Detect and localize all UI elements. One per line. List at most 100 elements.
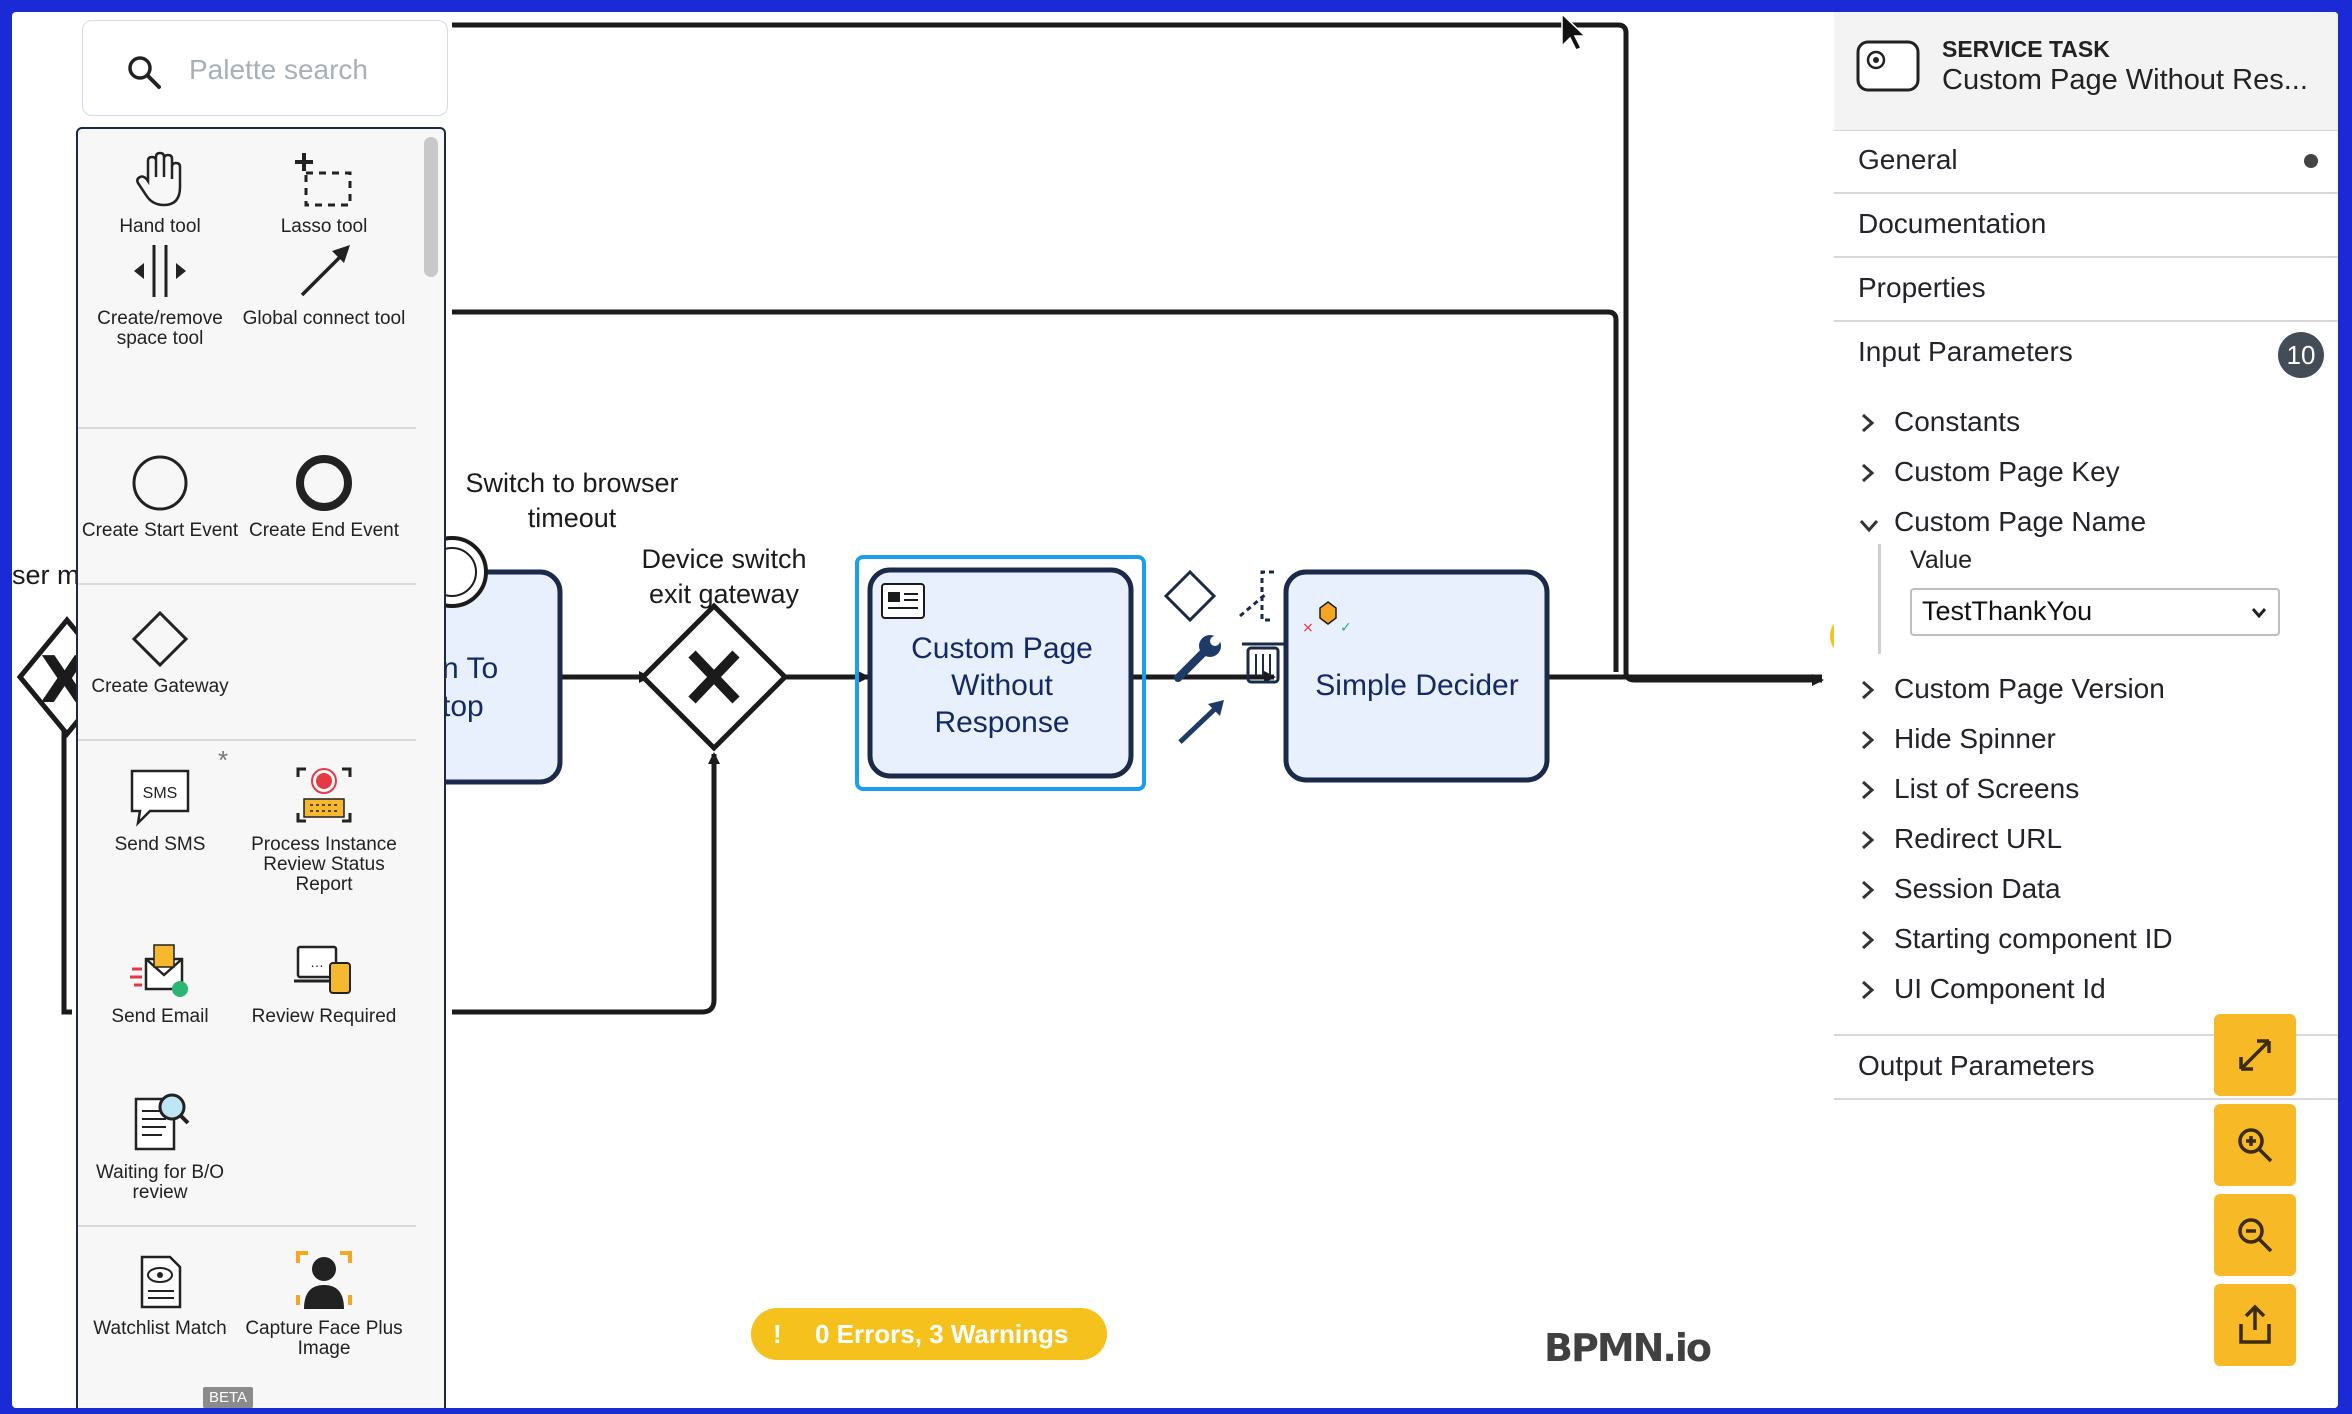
expanded-indent-line	[1878, 544, 1881, 654]
start-event-icon	[132, 455, 188, 511]
email-icon	[130, 944, 188, 997]
palette-search-input[interactable]	[187, 47, 431, 93]
chevron-right-icon	[1862, 980, 1875, 1000]
review-required-label: Review Required	[251, 1006, 397, 1027]
create-end-event[interactable]: Create End Event	[242, 443, 406, 541]
face-capture-icon	[296, 1251, 352, 1309]
chevron-right-icon	[1862, 680, 1875, 700]
sequence-flow[interactable]	[452, 309, 1619, 672]
document-search-icon	[134, 1093, 190, 1151]
custom-page-task[interactable]	[867, 567, 1134, 779]
end-event-icon	[296, 455, 352, 511]
delete-icon[interactable]	[1242, 642, 1284, 684]
fullscreen-icon	[2239, 1039, 2271, 1071]
end-event-label: Create End Event	[249, 520, 399, 541]
mouse-cursor	[1561, 12, 1587, 51]
zoom-in-icon	[2238, 1128, 2273, 1163]
gateway-label: Create Gateway	[91, 676, 229, 697]
sequence-flow[interactable]	[452, 22, 1824, 686]
send-sms-tool[interactable]: SMS Send SMS	[78, 757, 242, 855]
fullscreen-button[interactable]	[2214, 1014, 2296, 1096]
review-status-report-label: Process Instance Review Status Report	[251, 834, 397, 895]
svg-text:…: …	[310, 954, 324, 970]
watchlist-match-label: Watchlist Match	[93, 1318, 227, 1339]
group-output-title: Output Parameters	[1858, 1050, 2095, 1081]
chevron-right-icon	[1862, 830, 1875, 850]
review-status-report-tool[interactable]: Process Instance Review Status Report	[242, 757, 406, 895]
selection-outline	[855, 555, 1146, 791]
export-button[interactable]	[2214, 1284, 2296, 1366]
watchlist-match-tool[interactable]: Watchlist Match	[78, 1241, 242, 1339]
group-input-parameters[interactable]: Input Parameters 10	[1834, 322, 2338, 1036]
group-output-parameters[interactable]: Output Parameters	[1834, 1036, 2338, 1100]
zoom-out-button[interactable]	[2214, 1194, 2296, 1276]
user-label-fragment: ser m	[12, 560, 80, 590]
bpmn-io-logo[interactable]: BPMN.io	[1544, 1326, 1712, 1370]
element-type: SERVICE TASK	[1942, 36, 2110, 62]
value-label: Value	[1910, 546, 1973, 574]
connect-arrow-icon	[300, 245, 350, 297]
space-tool[interactable]: Create/remove space tool	[78, 231, 242, 349]
space-tool-icon	[134, 245, 186, 297]
space-tool-label: Create/remove space tool	[97, 308, 223, 349]
chevron-right-icon	[1862, 730, 1875, 750]
lasso-tool[interactable]: Lasso tool	[242, 139, 406, 237]
waiting-bo-review-tool[interactable]: Waiting for B/O review	[78, 1085, 242, 1203]
simple-decider-task[interactable]	[1283, 569, 1550, 783]
simple-decider-label: Simple Decider	[1315, 669, 1519, 702]
connect-icon[interactable]	[1178, 700, 1224, 744]
start-event-label: Create Start Event	[81, 520, 239, 541]
bpmn-canvas[interactable]: X × ✓	[12, 12, 2338, 1408]
palette-scrollbar[interactable]	[424, 137, 438, 277]
lint-status-button[interactable]: ! 0 Errors, 3 Warnings	[751, 1308, 1107, 1360]
create-start-event[interactable]: Create Start Event	[78, 443, 242, 541]
asterisk-icon: *	[218, 745, 229, 775]
create-gateway[interactable]: Create Gateway	[78, 599, 242, 697]
capture-face-tool[interactable]: Capture Face Plus Image	[242, 1241, 406, 1359]
value-select[interactable]: TestThankYou	[1910, 588, 2280, 636]
warning-icon: !	[773, 1319, 782, 1349]
zoom-in-button[interactable]	[2214, 1104, 2296, 1186]
service-task-icon	[1856, 40, 1920, 92]
context-pad[interactable]	[1163, 569, 1284, 744]
hand-icon	[136, 151, 182, 207]
waiting-bo-review-label: Waiting for B/O review	[95, 1162, 225, 1203]
zoom-out-icon	[2238, 1218, 2273, 1253]
wrench-icon[interactable]	[1174, 635, 1221, 682]
sequence-flow[interactable]	[61, 712, 714, 1015]
send-email-tool[interactable]: Send Email	[78, 929, 242, 1027]
svg-text:SMS: SMS	[143, 785, 178, 802]
group-documentation[interactable]: Documentation	[1834, 194, 2338, 258]
chevron-down-icon	[1859, 520, 1879, 533]
decider-icon: × ✓	[1302, 601, 1352, 636]
chevron-right-icon	[1862, 780, 1875, 800]
lint-status-text: 0 Errors, 3 Warnings	[815, 1319, 1069, 1349]
changed-indicator	[2304, 154, 2318, 168]
group-properties[interactable]: Properties	[1834, 258, 2338, 322]
group-input-title: Input Parameters	[1858, 336, 2073, 367]
element-name: Custom Page Without Res...	[1942, 64, 2308, 96]
review-icon: …	[294, 945, 351, 994]
hand-tool[interactable]: Hand tool	[78, 139, 242, 237]
capture-face-label: Capture Face Plus Image	[245, 1318, 403, 1359]
send-email-label: Send Email	[111, 1006, 209, 1027]
chevron-right-icon	[1862, 930, 1875, 950]
palette-search[interactable]	[82, 20, 448, 116]
review-required-tool[interactable]: … Review Required	[242, 929, 406, 1027]
append-annotation-icon[interactable]	[1239, 570, 1274, 622]
beta-badge: BETA	[203, 1387, 254, 1408]
export-icon	[2239, 1304, 2271, 1344]
lasso-icon	[295, 153, 352, 207]
append-gateway-icon[interactable]	[1163, 569, 1217, 623]
palette: Hand tool Lasso tool Create/remove space…	[76, 127, 446, 1408]
hand-tool-label: Hand tool	[119, 216, 201, 237]
search-icon	[128, 56, 161, 89]
group-documentation-title: Documentation	[1858, 208, 2047, 239]
global-connect-tool[interactable]: Global connect tool	[242, 231, 406, 329]
group-properties-title: Properties	[1858, 272, 1986, 303]
group-general[interactable]: General	[1834, 130, 2338, 194]
